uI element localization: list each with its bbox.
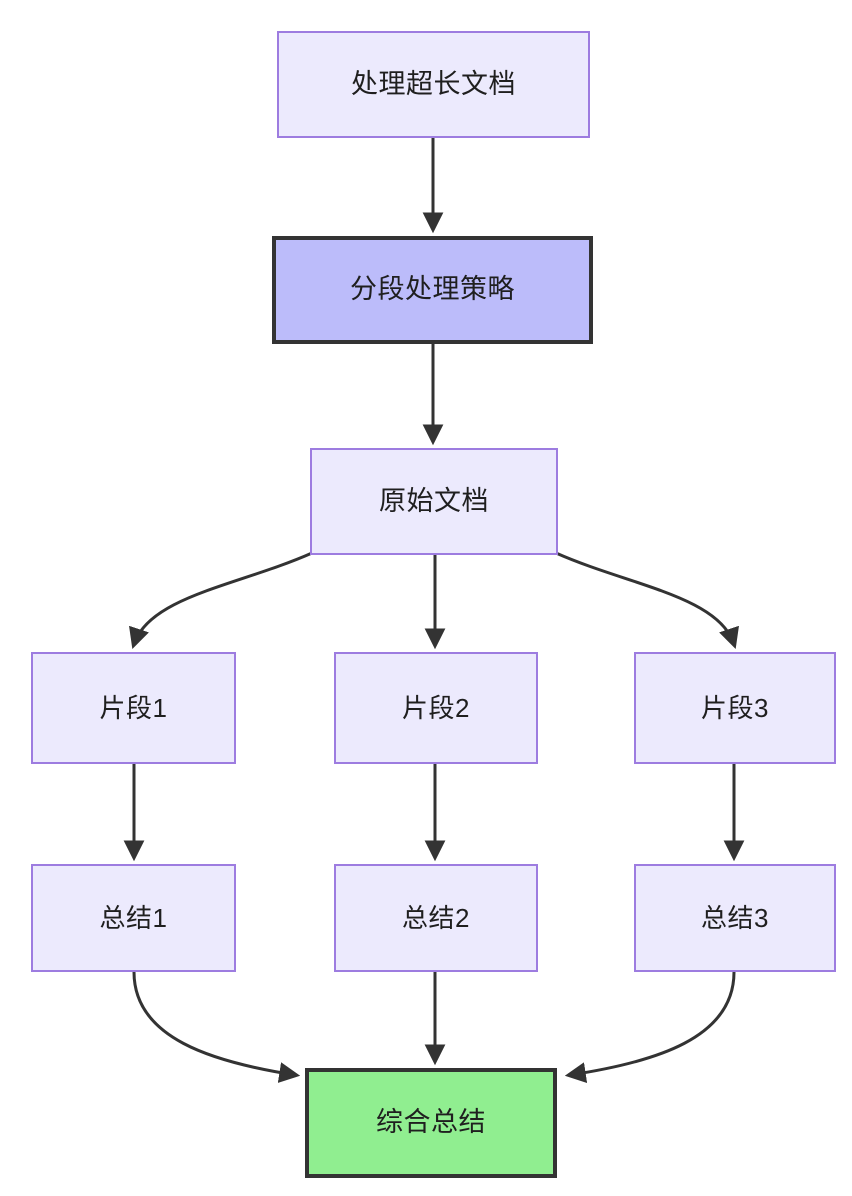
node-label: 原始文档 [379,485,489,516]
node-label: 总结3 [701,902,769,933]
node-label: 处理超长文档 [351,68,516,99]
node-label: 综合总结 [376,1107,486,1138]
node-label: 片段1 [99,692,168,723]
node-segment-1[interactable]: 片段1 [31,652,236,764]
node-segment-3[interactable]: 片段3 [634,652,836,764]
edge-sum3-final [564,971,736,1084]
node-comprehensive-summary[interactable]: 综合总结 [305,1068,557,1178]
node-segment-2[interactable]: 片段2 [334,652,538,764]
node-label: 片段3 [701,692,769,723]
node-summary-1[interactable]: 总结1 [31,864,236,972]
node-chunking-strategy[interactable]: 分段处理策略 [272,236,593,344]
node-process-long-document[interactable]: 处理超长文档 [277,31,590,138]
node-summary-3[interactable]: 总结3 [634,864,836,972]
node-label: 总结1 [99,902,168,933]
edge-source-seg3 [555,551,739,649]
node-label: 总结2 [402,902,470,933]
edge-sum1-final [132,971,301,1083]
node-label: 分段处理策略 [350,274,515,305]
node-summary-2[interactable]: 总结2 [334,864,538,972]
node-source-document[interactable]: 原始文档 [310,448,558,555]
edge-source-seg1 [129,551,313,649]
node-label: 片段2 [402,692,470,723]
